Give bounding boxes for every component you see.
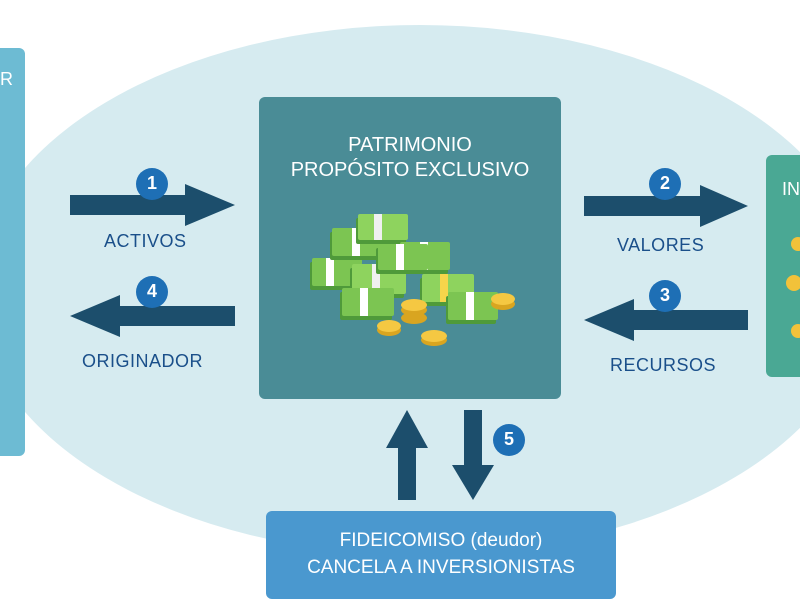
arrow-recursos [584, 299, 748, 341]
center-box-line2: PROPÓSITO EXCLUSIVO [290, 159, 530, 181]
center-box-title: PATRIMONIO PROPÓSITO EXCLUSIVO [259, 133, 561, 183]
right-box [766, 155, 800, 377]
bottom-box-title: FIDEICOMISO (deudor) CANCELA A INVERSION… [266, 528, 616, 581]
step-number-4: 4 [146, 281, 157, 301]
left-box-text: R [0, 69, 13, 89]
label-recursos: RECURSOS [610, 355, 717, 375]
coin-icon [786, 237, 800, 338]
label-activos: ACTIVOS [104, 231, 187, 251]
bottom-box-line1: FIDEICOMISO (deudor) [339, 530, 543, 551]
step-badge-1 [136, 168, 168, 200]
bottom-box [266, 511, 616, 599]
step-badge-5 [493, 424, 525, 456]
step-badge-3 [649, 280, 681, 312]
arrow-originador [70, 295, 235, 337]
label-valores: VALORES [617, 235, 705, 255]
arrow-down [452, 410, 494, 500]
step-number-5: 5 [503, 429, 514, 449]
arrow-activos [70, 184, 235, 226]
step-number-1: 1 [146, 173, 157, 193]
step-number-2: 2 [659, 173, 670, 193]
center-box-line1: PATRIMONIO [348, 134, 472, 156]
label-originador: ORIGINADOR [82, 351, 204, 371]
step-badge-2 [649, 168, 681, 200]
arrow-valores [584, 185, 748, 227]
left-box [0, 48, 25, 456]
step-badge-4 [136, 276, 168, 308]
right-box-text: IN [782, 179, 800, 199]
step-number-3: 3 [659, 285, 670, 305]
arrow-up [386, 410, 428, 500]
money-stack-icon [310, 214, 515, 346]
bottom-box-line2: CANCELA A INVERSIONISTAS [307, 556, 575, 578]
